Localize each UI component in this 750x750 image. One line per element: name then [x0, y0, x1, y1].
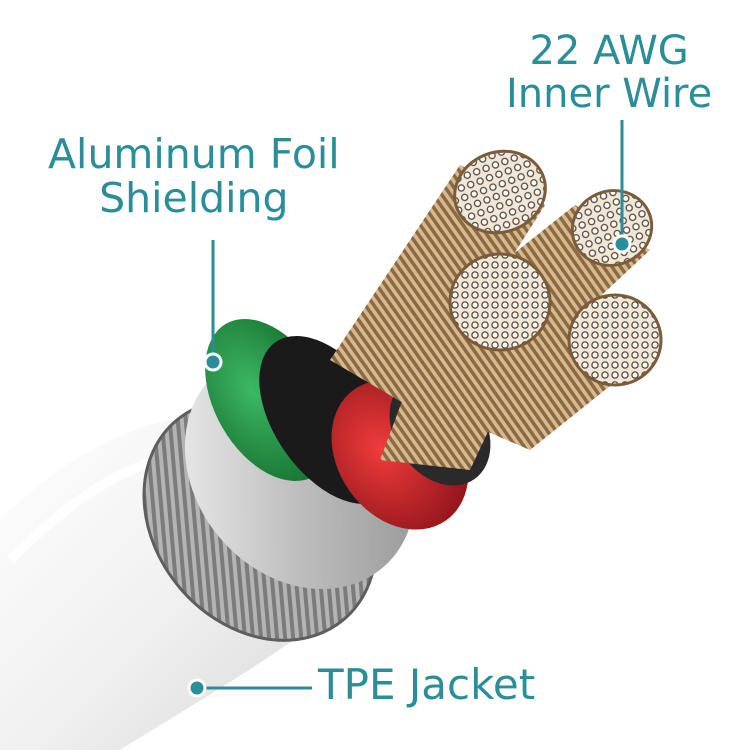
- tpe-jacket-label: TPE Jacket: [318, 660, 536, 709]
- tpe-leader-dot: [187, 678, 207, 698]
- copper-conductors: [330, 149, 663, 470]
- tpe-jacket: [0, 420, 320, 750]
- aluminum-foil-label-line2: Shielding: [99, 174, 289, 223]
- awg-leader-dot: [612, 234, 632, 254]
- aluminum-foil-label-line1: Aluminum Foil: [48, 130, 340, 178]
- inner-wire-label-line2: Inner Wire: [506, 71, 713, 118]
- conductor-end-4: [567, 293, 663, 387]
- conductor-end-2: [570, 189, 654, 267]
- aluminum-foil-label: Aluminum Foil Shielding: [48, 132, 340, 221]
- tpe-jacket-label-text: TPE Jacket: [318, 660, 536, 709]
- inner-wire-label: 22 AWG Inner Wire: [506, 28, 713, 118]
- inner-wire-label-line1: 22 AWG: [529, 28, 689, 74]
- conductor-end-1: [453, 149, 547, 235]
- leader-lines: [187, 120, 632, 698]
- foil-leader-dot: [203, 352, 223, 372]
- conductor-end-3: [448, 252, 552, 352]
